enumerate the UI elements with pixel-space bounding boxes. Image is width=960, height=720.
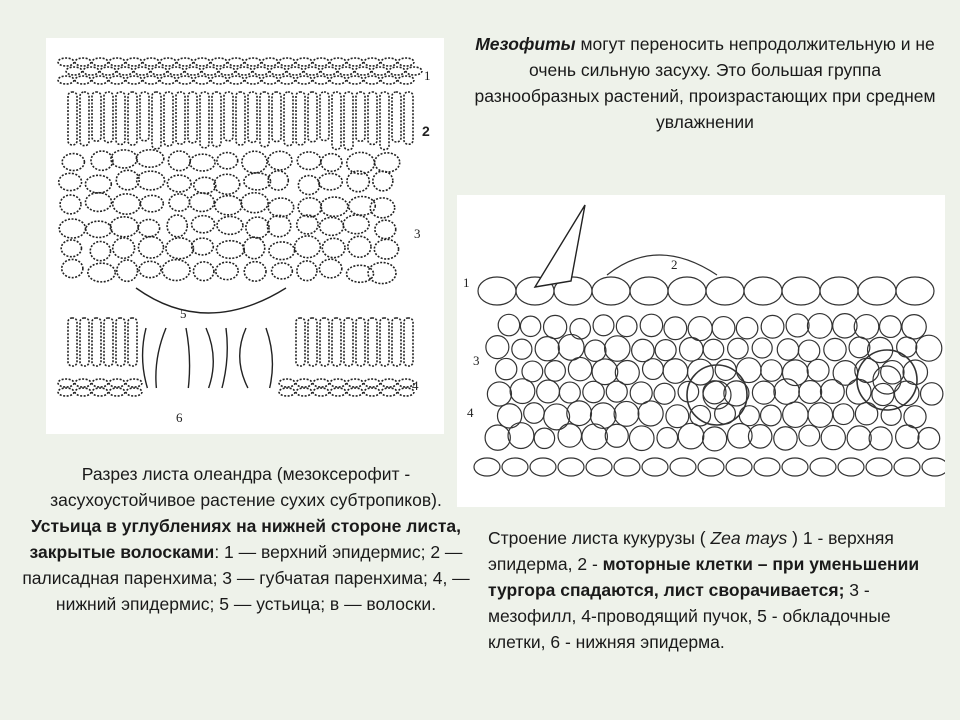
- mesophytes-description: могут переносить непродолжительную и не …: [474, 34, 936, 132]
- oleander-label-2: 2: [422, 123, 430, 139]
- corn-caption-intro: Строение листа кукурузы (: [488, 528, 711, 548]
- corn-label-3: 3: [473, 353, 480, 368]
- oleander-label-1: 1: [424, 68, 431, 83]
- corn-caption-legend-start: ) 1 - верхняя эпидерма, 2 -: [488, 528, 894, 574]
- corn-label-2: 2: [671, 257, 678, 272]
- corn-leaf-figure: 2 1 3 4: [457, 195, 945, 507]
- oleander-caption-legend: : 1 — верхний эпидермис; 2 — палисадная …: [22, 542, 470, 614]
- corn-caption-legend-end: 3 - мезофилл, 4-проводящий пучок, 5 - об…: [488, 580, 891, 652]
- oleander-caption-emphasis: Устьица в углублениях на нижней стороне …: [29, 516, 462, 562]
- oleander-caption: Разрез листа олеандра (мезоксерофит - за…: [20, 461, 472, 617]
- mesophytes-text: Мезофиты могут переносить непродолжитель…: [470, 31, 940, 135]
- corn-caption-emphasis: моторные клетки – при уменьшении тургора…: [488, 554, 920, 600]
- oleander-leaf-figure: 1 2 3 4 5 6: [46, 38, 444, 434]
- corn-label-4: 4: [467, 405, 474, 420]
- oleander-caption-intro: Разрез листа олеандра (мезоксерофит - за…: [50, 464, 442, 510]
- oleander-label-3: 3: [414, 226, 421, 241]
- corn-species-name: Zea mays: [710, 528, 788, 548]
- corn-label-1: 1: [463, 275, 470, 290]
- corn-hair-trichome: [533, 204, 586, 288]
- corn-leaf-drawing: 2 1 3 4: [463, 204, 945, 477]
- oleander-label-5: 5: [180, 306, 187, 321]
- oleander-leaf-drawing: 1 2 3 4 5 6: [57, 57, 431, 425]
- oleander-label-6: 6: [176, 410, 183, 425]
- oleander-label-4: 4: [412, 378, 419, 393]
- mesophytes-term: Мезофиты: [475, 34, 576, 54]
- corn-caption: Строение листа кукурузы ( Zea mays ) 1 -…: [488, 525, 950, 655]
